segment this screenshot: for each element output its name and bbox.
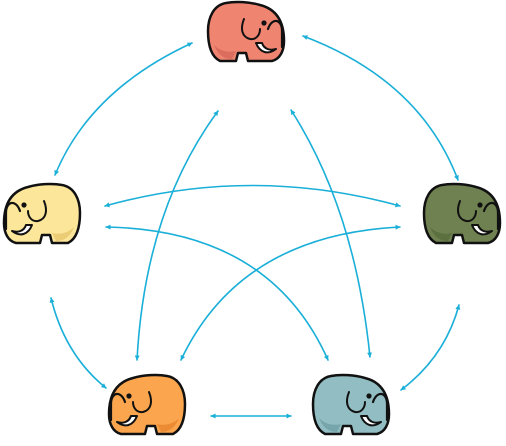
connector-red-green: [302, 35, 459, 181]
connector-red-teal: [290, 109, 373, 358]
connector-yellow-orange: [49, 297, 107, 389]
connector-red-yellow: [54, 42, 193, 176]
connector-yellow-green: [104, 184, 401, 208]
nodes-layer: [2, 0, 502, 436]
connector-yellow-teal: [105, 224, 329, 361]
connections-layer: [49, 35, 461, 419]
connector-green-orange: [180, 224, 401, 361]
orange-mammoth-icon: [107, 373, 187, 436]
green-mammoth-icon: [422, 182, 502, 245]
red-mammoth-icon: [206, 0, 286, 63]
yellow-mammoth-icon: [2, 182, 82, 245]
teal-mammoth-icon: [311, 373, 391, 436]
connector-green-teal: [400, 304, 461, 391]
